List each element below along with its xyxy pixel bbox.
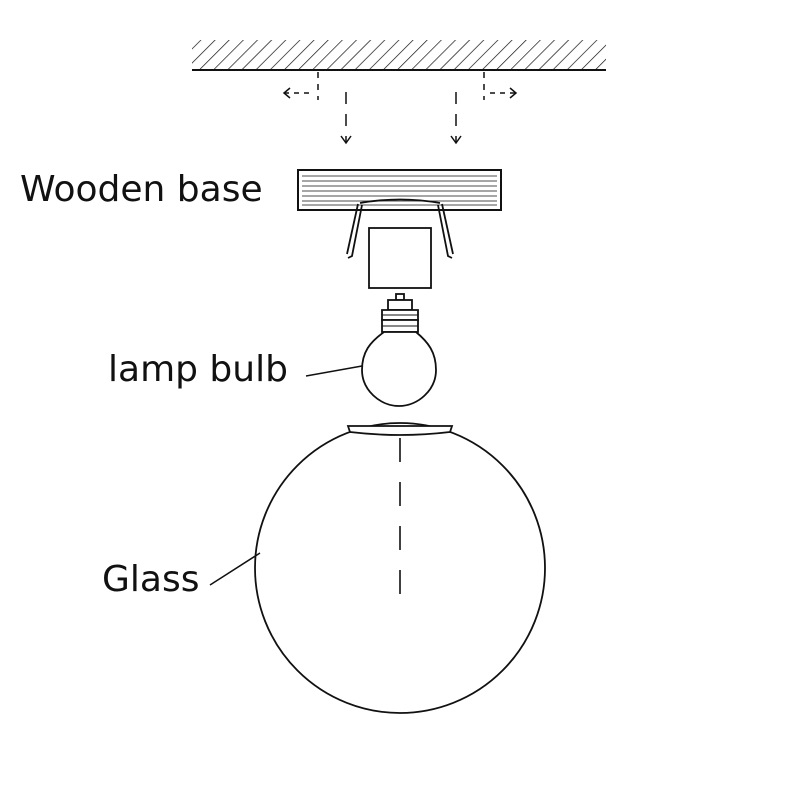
down-arrow-icon: [340, 92, 352, 145]
lamp-bulb: [361, 293, 437, 407]
glass-leader-line: [209, 552, 261, 586]
lamp-bulb-label: lamp bulb: [108, 349, 288, 390]
mounting-arrows: [282, 72, 518, 145]
glass-label: Glass: [102, 559, 200, 600]
ceiling-icon: [192, 40, 606, 71]
down-arrow-icon: [450, 92, 462, 145]
lamp-socket: [346, 198, 454, 289]
leader-lines: [209, 365, 363, 586]
right-arrow-icon: [490, 87, 518, 99]
wooden-base: [297, 169, 502, 211]
wooden-base-label: Wooden base: [20, 169, 263, 210]
left-arrow-icon: [282, 87, 310, 99]
glass-globe: [254, 422, 546, 714]
bulb-leader-line: [305, 365, 363, 377]
